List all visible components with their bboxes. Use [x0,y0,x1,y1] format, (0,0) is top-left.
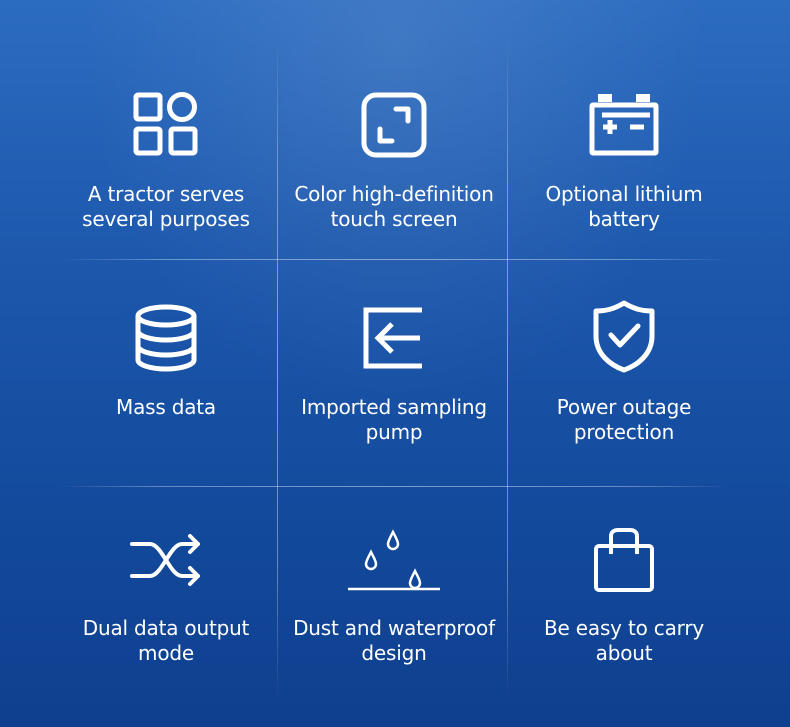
battery-icon [586,87,662,163]
grid-divider-horizontal-2 [60,486,730,487]
grid-icon [128,87,204,163]
touchscreen-icon [356,87,432,163]
shuffle-icon [128,522,204,598]
import-icon [356,300,432,376]
feature-label: Optional lithium battery [545,182,703,231]
water-drops-icon [344,522,444,598]
feature-label: A tractor serves several purposes [82,182,250,231]
feature-label: Dust and waterproof design [293,616,495,665]
feature-label: Color high-definition touch screen [294,182,494,231]
grid-divider-horizontal-1 [60,259,730,260]
grid-divider-vertical-1 [277,40,278,700]
shield-check-icon [586,298,662,374]
feature-label: Be easy to carry about [544,616,704,665]
feature-label: Dual data output mode [82,616,250,665]
grid-divider-vertical-2 [507,40,508,700]
database-icon [128,300,204,376]
feature-label: Power outage protection [556,395,692,444]
feature-label: Imported sampling pump [301,395,487,444]
bag-icon [586,522,662,598]
feature-label: Mass data [116,395,216,419]
